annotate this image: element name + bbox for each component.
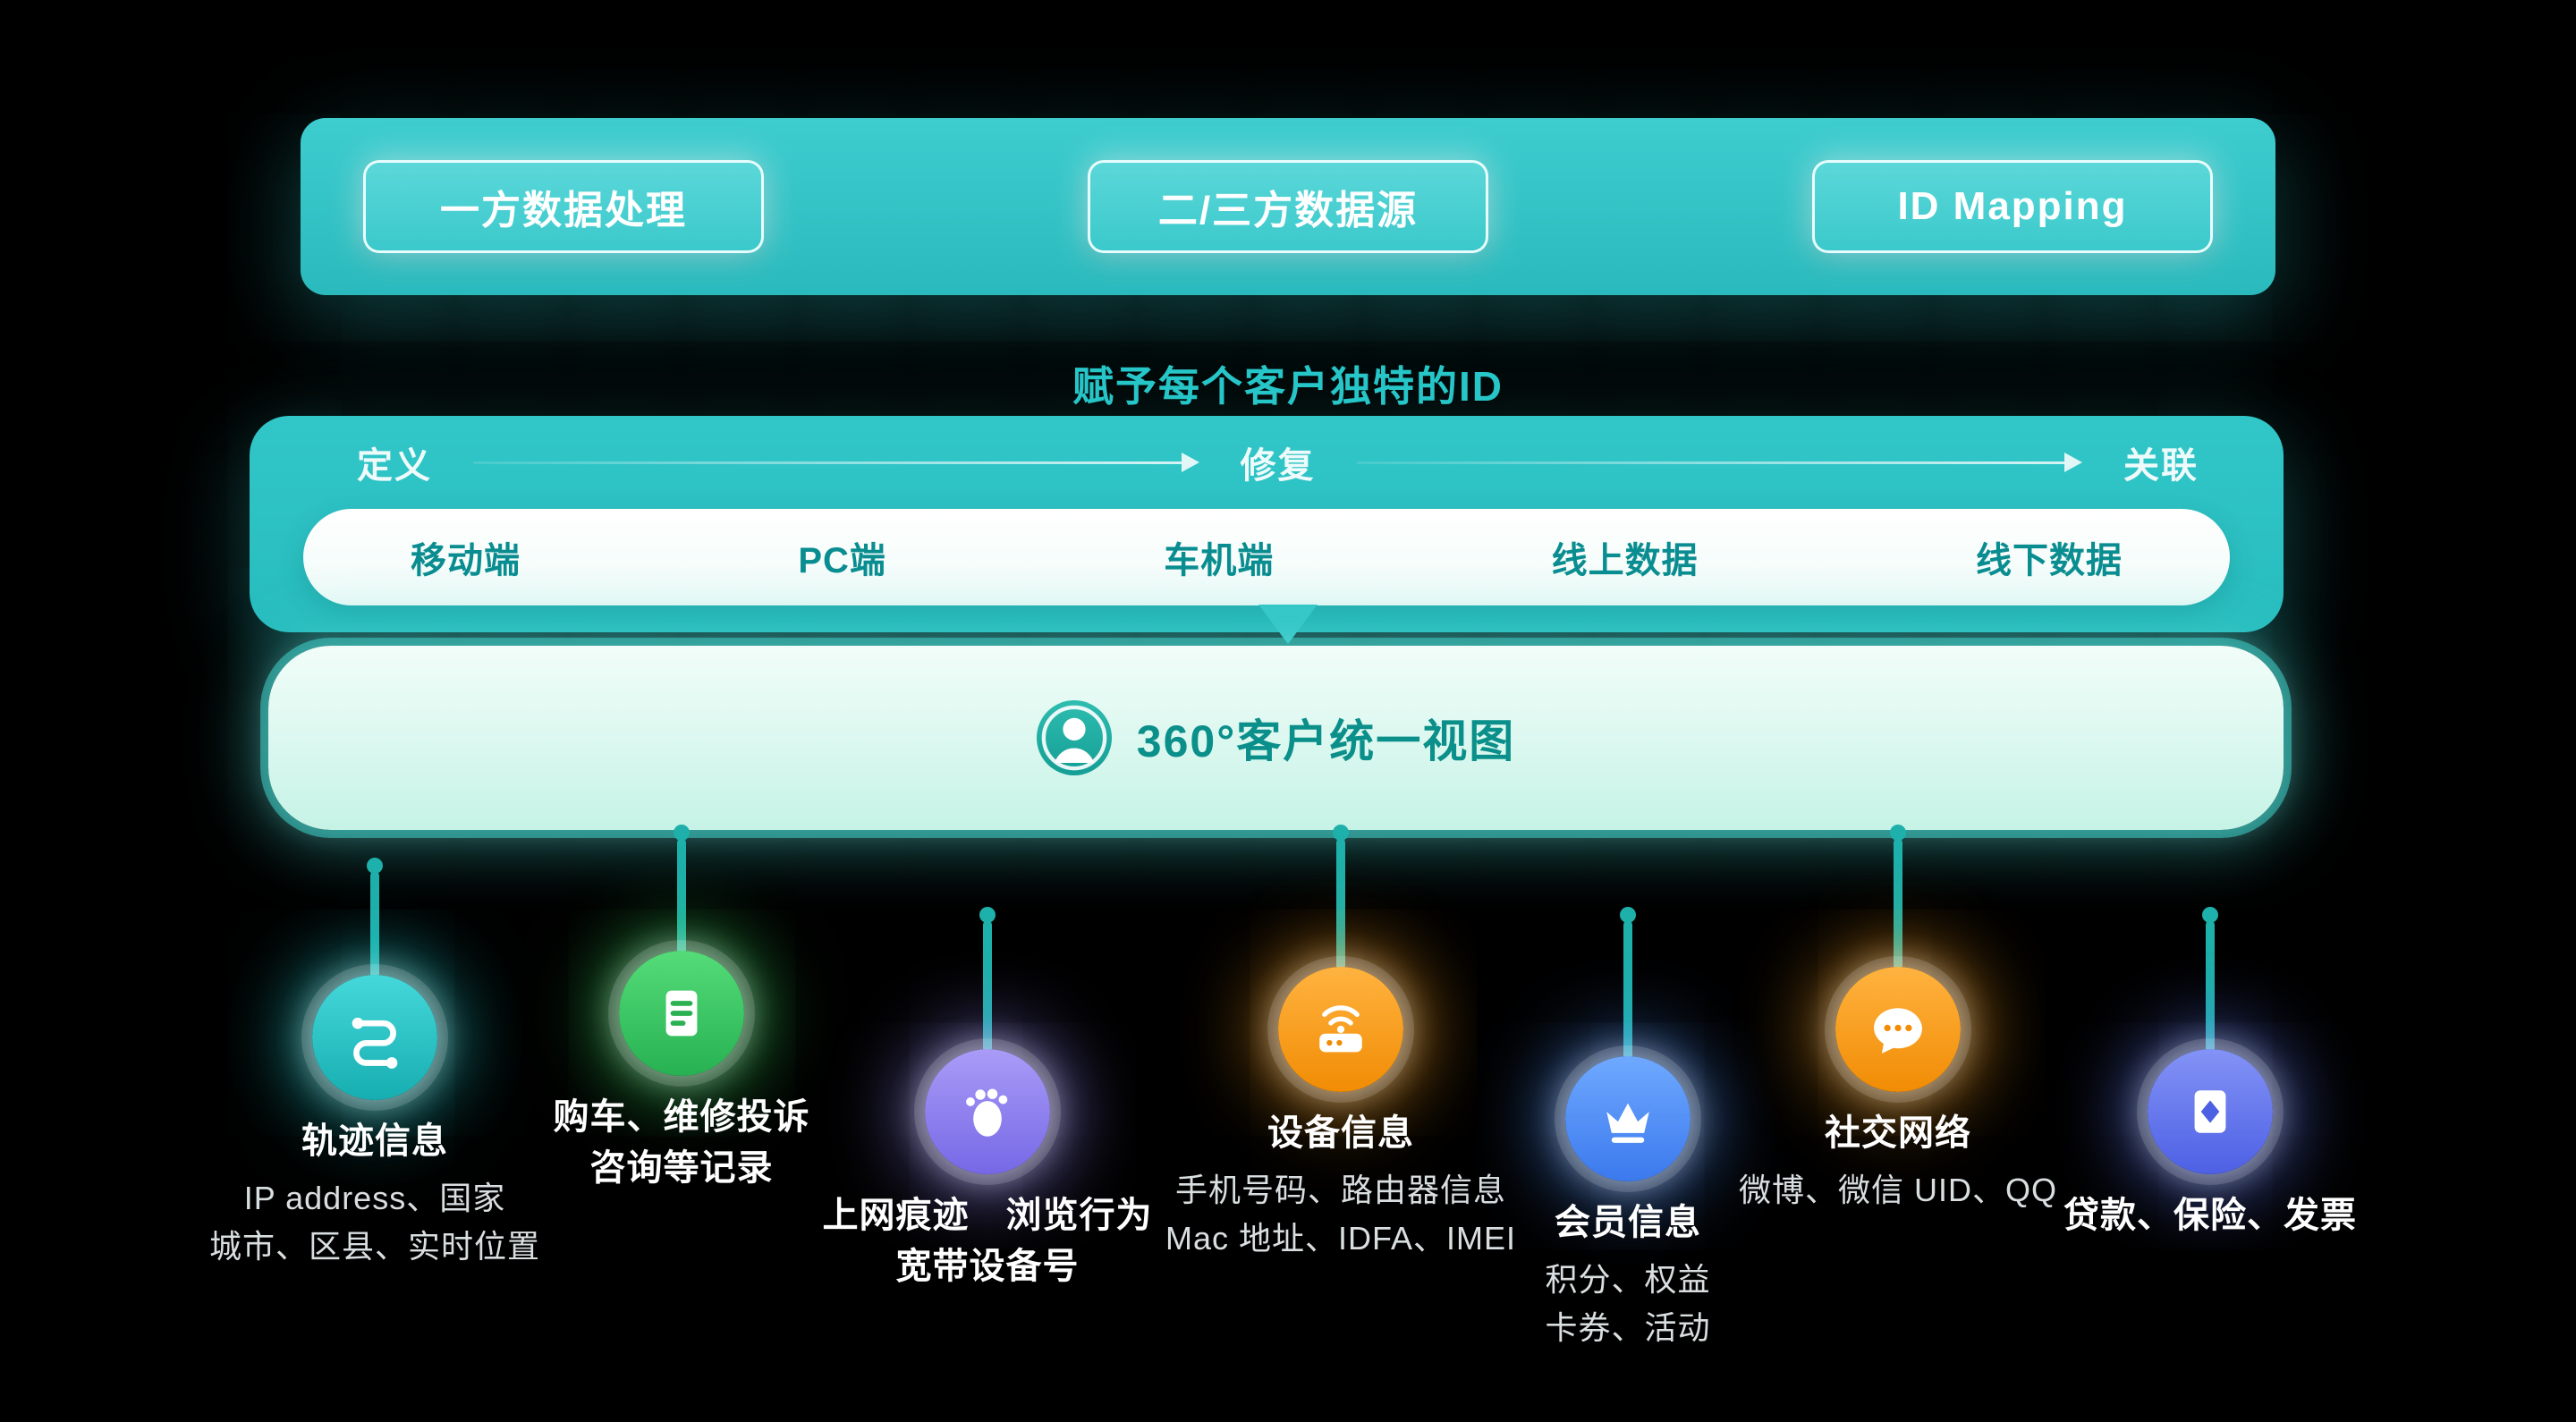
channel-offline-data: 线下数据: [1975, 541, 2123, 580]
user-icon: [1036, 700, 1112, 775]
down-arrow-icon: [1258, 605, 1318, 644]
source-social-network: 社交网络 微博、微信 UID、QQ: [1648, 825, 2148, 1215]
channel-online-data: 线上数据: [1551, 541, 1699, 580]
route-icon: [312, 975, 437, 1100]
connector-line: [1894, 838, 1902, 970]
source-trajectory-info: 轨迹信息 IP address、国家城市、区县、实时位置: [124, 858, 625, 1271]
stage-repair-label: 修复: [1240, 446, 1316, 486]
connector-line: [1336, 838, 1345, 970]
crown-icon: [1565, 1056, 1690, 1181]
connector-line: [2206, 920, 2215, 1053]
connector-dot: [674, 825, 690, 841]
second-third-party-data-button[interactable]: 二/三方数据源: [1088, 160, 1488, 253]
source-title: 购车、维修投诉咨询等记录: [553, 1097, 810, 1188]
document-icon: [619, 951, 744, 1076]
chat-icon: [1835, 967, 1961, 1092]
footprint-icon: [925, 1049, 1050, 1174]
invoice-icon: [2148, 1049, 2273, 1174]
stage-define-label: 定义: [357, 446, 432, 486]
router-icon: [1278, 967, 1403, 1092]
connector-dot: [1890, 825, 1906, 841]
channel-pc: PC端: [798, 541, 886, 580]
id-mapping-label: ID Mapping: [1897, 184, 2128, 228]
id-mapping-button[interactable]: ID Mapping: [1812, 160, 2213, 253]
channel-in-car: 车机端: [1164, 541, 1275, 580]
source-title: 会员信息: [1555, 1203, 1701, 1242]
source-membership-info: 会员信息 积分、权益卡券、活动: [1377, 907, 1878, 1352]
unified-view-bar: 360°客户统一视图: [268, 646, 2284, 830]
source-browsing-behavior: 上网痕迹 浏览行为宽带设备号: [737, 907, 1238, 1299]
arrow-right-icon: [1356, 453, 2082, 472]
source-title: 社交网络: [1825, 1113, 1971, 1153]
second-third-party-data-label: 二/三方数据源: [1157, 189, 1419, 233]
id-process-stages: 定义 修复 关联: [250, 416, 2284, 509]
unique-id-subtitle: 赋予每个客户独特的ID: [1072, 363, 1504, 410]
source-finance-records: 贷款、保险、发票: [1960, 907, 2461, 1248]
connector-line: [1623, 920, 1632, 1060]
connector-dot: [979, 907, 996, 923]
connector-line: [983, 920, 992, 1053]
arrow-right-icon: [473, 453, 1199, 472]
source-details: 积分、权益卡券、活动: [1545, 1261, 1711, 1346]
connector-line: [370, 871, 379, 978]
source-purchase-records: 购车、维修投诉咨询等记录: [431, 825, 932, 1201]
first-party-data-button[interactable]: 一方数据处理: [363, 160, 764, 253]
source-title: 上网痕迹 浏览行为宽带设备号: [822, 1196, 1153, 1286]
connector-dot: [367, 858, 383, 874]
first-party-data-label: 一方数据处理: [440, 189, 687, 233]
id-process-panel: 定义 修复 关联 移动端 PC端 车机端 线上数据 线下数据: [250, 416, 2284, 632]
connector-line: [677, 838, 686, 954]
source-title: 设备信息: [1267, 1113, 1414, 1153]
unified-view-label: 360°客户统一视图: [1136, 716, 1516, 766]
source-title: 轨迹信息: [301, 1122, 448, 1161]
source-details: IP address、国家城市、区县、实时位置: [208, 1180, 540, 1265]
connector-dot: [2202, 907, 2218, 923]
stage-associate-label: 关联: [2123, 446, 2199, 486]
channel-mobile: 移动端: [411, 541, 521, 580]
connector-dot: [1620, 907, 1636, 923]
source-details: 微博、微信 UID、QQ: [1738, 1172, 2057, 1208]
source-title: 贷款、保险、发票: [2063, 1196, 2357, 1235]
data-layer-bar: 一方数据处理 二/三方数据源 ID Mapping: [301, 118, 2275, 295]
channels-pill: 移动端 PC端 车机端 线上数据 线下数据: [303, 509, 2230, 605]
connector-dot: [1333, 825, 1349, 841]
